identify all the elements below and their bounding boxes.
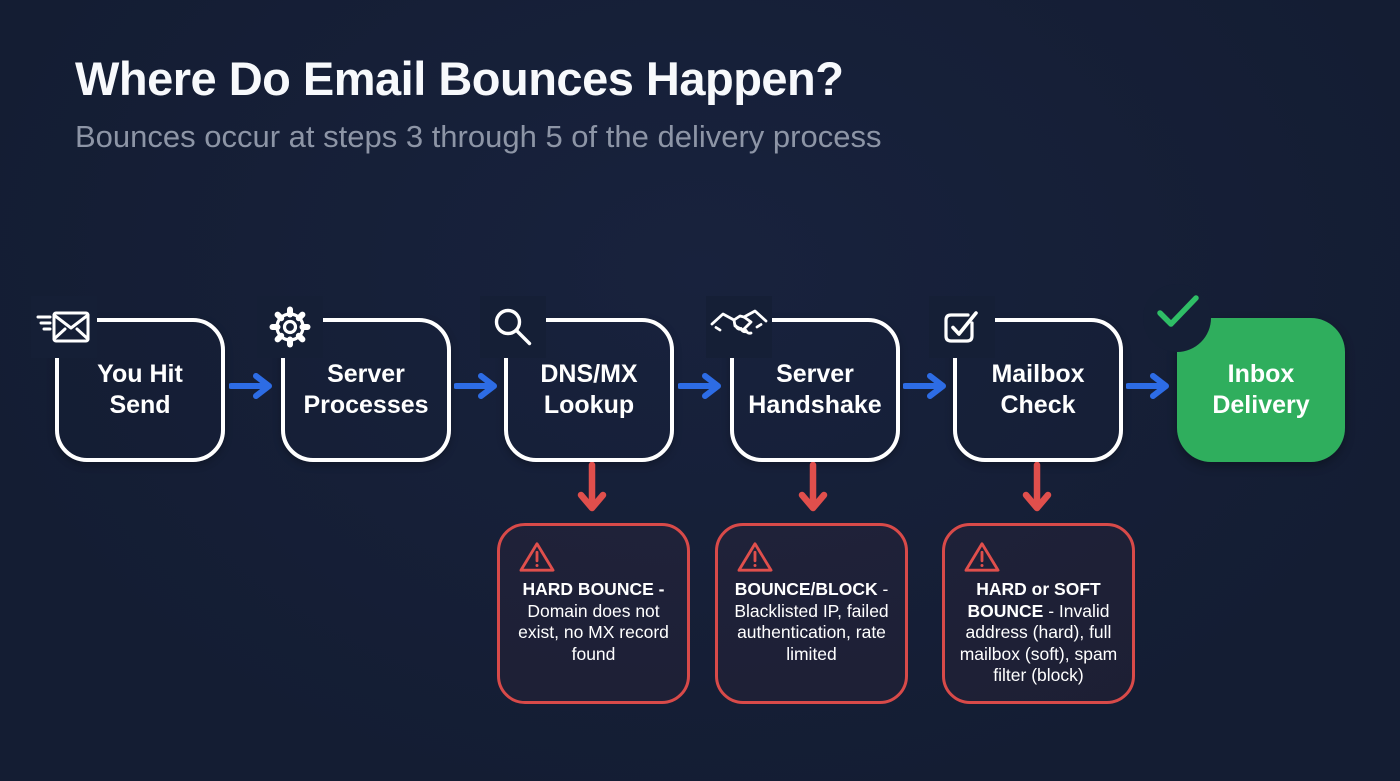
page-title: Where Do Email Bounces Happen? [75,52,844,105]
bounce-type-label: HARD or SOFT BOUNCE [967,579,1101,621]
bounce-note-text: BOUNCE/BLOCK - Blacklisted IP, failed au… [727,579,896,665]
warning-icon [736,540,896,574]
bounce-note-text: HARD or SOFT BOUNCE - Invalid address (h… [954,579,1123,687]
bounce-arrow-down-icon [798,462,828,518]
flow-arrow-right-icon [903,373,949,399]
bounce-type-label: BOUNCE/BLOCK [734,579,878,599]
step-label: DNS/MX Lookup [540,360,638,419]
step-label: Server Processes [303,360,429,419]
step-label: Server Handshake [748,360,882,419]
step-box-server-handshake: Server Handshake [706,296,900,462]
step-label: Inbox Delivery [1212,360,1310,419]
bounce-description: Domain does not exist, no MX record foun… [518,600,669,664]
bounce-type-label: HARD BOUNCE - [522,579,665,599]
flow-arrow-right-icon [229,373,275,399]
handshake-icon [706,296,772,358]
bounce-box-hard-or-soft-bounce: HARD or SOFT BOUNCE - Invalid address (h… [942,523,1135,704]
bounce-description: - Invalid address (hard), full mailbox (… [959,600,1118,686]
flow-arrow-right-icon [1126,373,1172,399]
checkbox-icon [929,296,995,358]
warning-icon [963,540,1123,574]
bounce-arrow-down-icon [577,462,607,518]
bounce-box-bounce-block: BOUNCE/BLOCK - Blacklisted IP, failed au… [715,523,908,704]
bounce-note-text: HARD BOUNCE - Domain does not exist, no … [509,579,678,665]
checkmark-icon [1156,294,1200,330]
step-label: Mailbox Check [991,360,1085,419]
send-email-icon [31,296,97,358]
flow-arrow-right-icon [454,373,500,399]
flow-arrow-right-icon [678,373,724,399]
gear-icon [257,296,323,358]
warning-icon [518,540,678,574]
step-box-dns-mx-lookup: DNS/MX Lookup [480,296,674,462]
step-label: You Hit Send [97,360,183,419]
search-icon [480,296,546,358]
bounce-box-hard-bounce: HARD BOUNCE - Domain does not exist, no … [497,523,690,704]
step-box-mailbox-check: Mailbox Check [929,296,1123,462]
step-box-inbox-delivery: Inbox Delivery [1143,284,1345,462]
page-subtitle: Bounces occur at steps 3 through 5 of th… [75,119,882,154]
step-box-server-processes: Server Processes [257,296,451,462]
bounce-description: - Blacklisted IP, failed authentication,… [734,579,889,664]
bounce-arrow-down-icon [1022,462,1052,518]
step-box-you-hit-send: You Hit Send [31,296,225,462]
